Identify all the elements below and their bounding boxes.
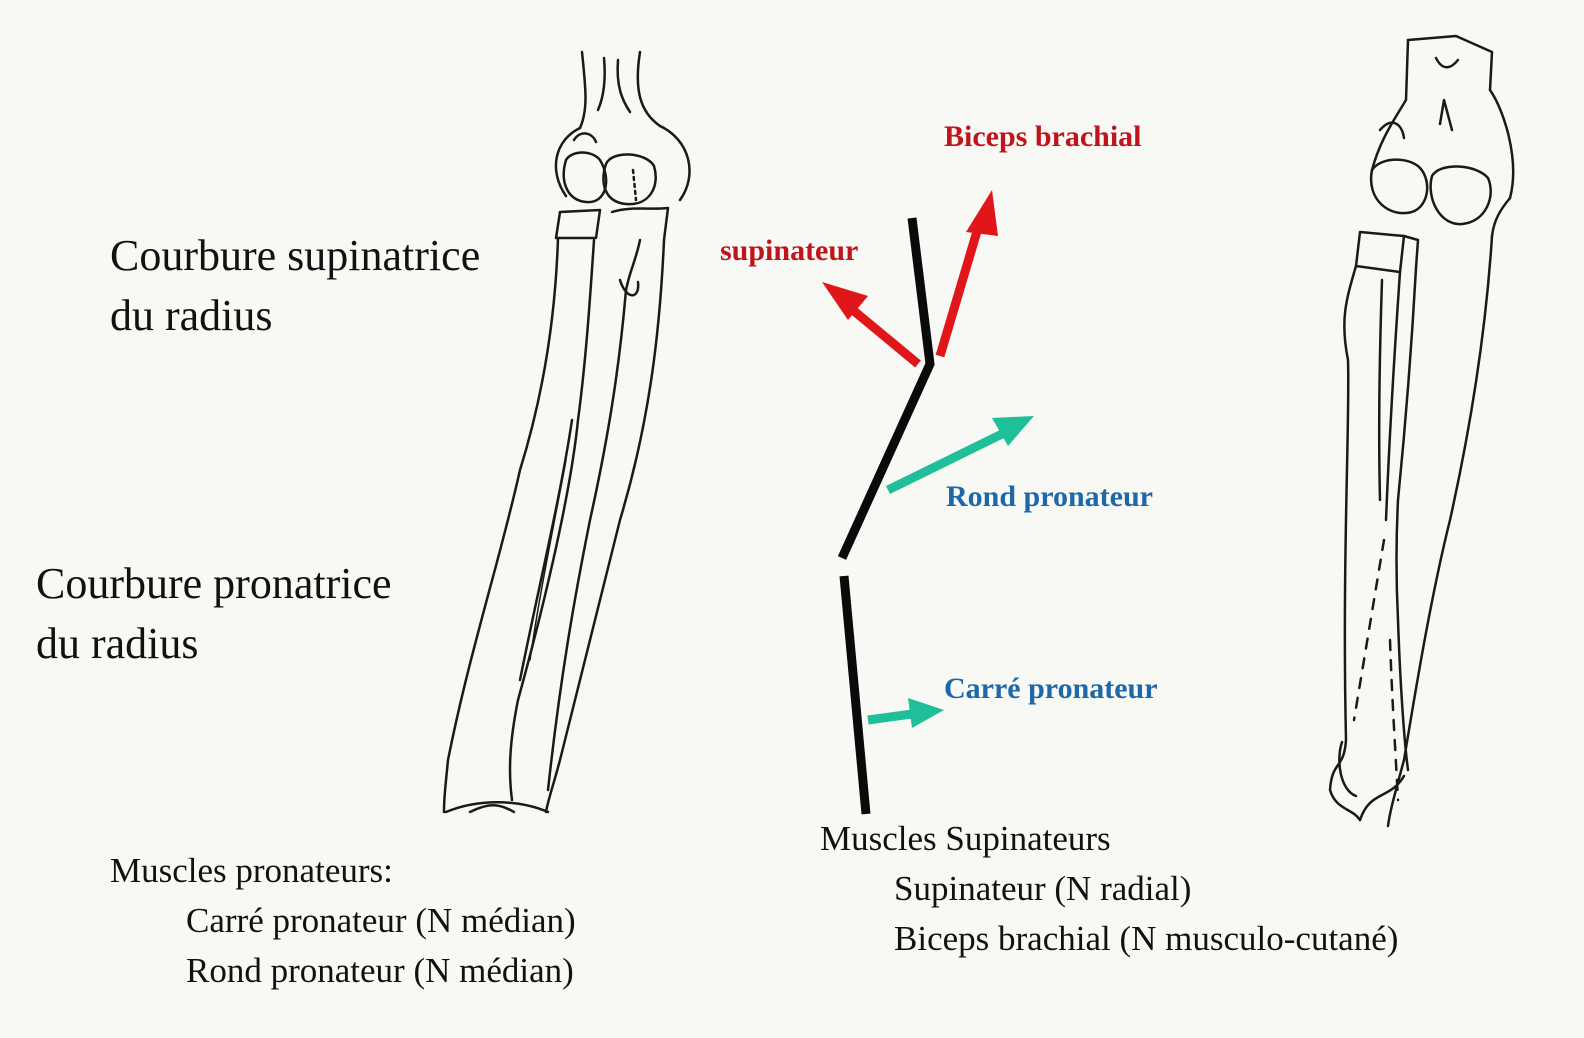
supinator-arrow [822,282,921,368]
carre-pronator-arrow [867,698,944,728]
radius-axis-diagram [822,190,1034,815]
right-forearm-illustration [1328,34,1515,828]
pronators-item: Carré pronateur (N médian) [186,901,576,940]
curvature-supinatrice-line2: du radius [110,291,273,340]
curvature-supinatrice-line1: Courbure supinatrice [110,231,481,280]
supinators-item: Supinateur (N radial) [894,869,1192,908]
rond-pronator-arrow-label: Rond pronateur [946,480,1153,513]
supinators-item: Biceps brachial (N musculo-cutané) [894,919,1399,958]
left-forearm-illustration [442,50,691,814]
curvature-pronatrice-line2: du radius [36,619,199,668]
biceps-arrow-label: Biceps brachial [944,120,1142,153]
supinators-title: Muscles Supinateurs [820,819,1111,858]
biceps-arrow [935,190,998,358]
pronators-item: Rond pronateur (N médian) [186,951,574,990]
curvature-pronatrice-label: Courbure pronatrice du radius [36,554,392,674]
radius-axis-lower-line [839,575,871,815]
pronators-legend: Muscles pronateurs: Carré pronateur (N m… [110,846,576,996]
radius-axis-line [837,217,935,560]
supinators-legend: Muscles Supinateurs Supinateur (N radial… [820,814,1398,964]
curvature-supinatrice-label: Courbure supinatrice du radius [110,226,480,346]
carre-pronator-arrow-label: Carré pronateur [944,672,1158,705]
curvature-pronatrice-line1: Courbure pronatrice [36,559,392,608]
pronators-title: Muscles pronateurs: [110,851,393,890]
supinator-arrow-label: supinateur [720,234,859,267]
rond-pronator-arrow [886,416,1034,495]
